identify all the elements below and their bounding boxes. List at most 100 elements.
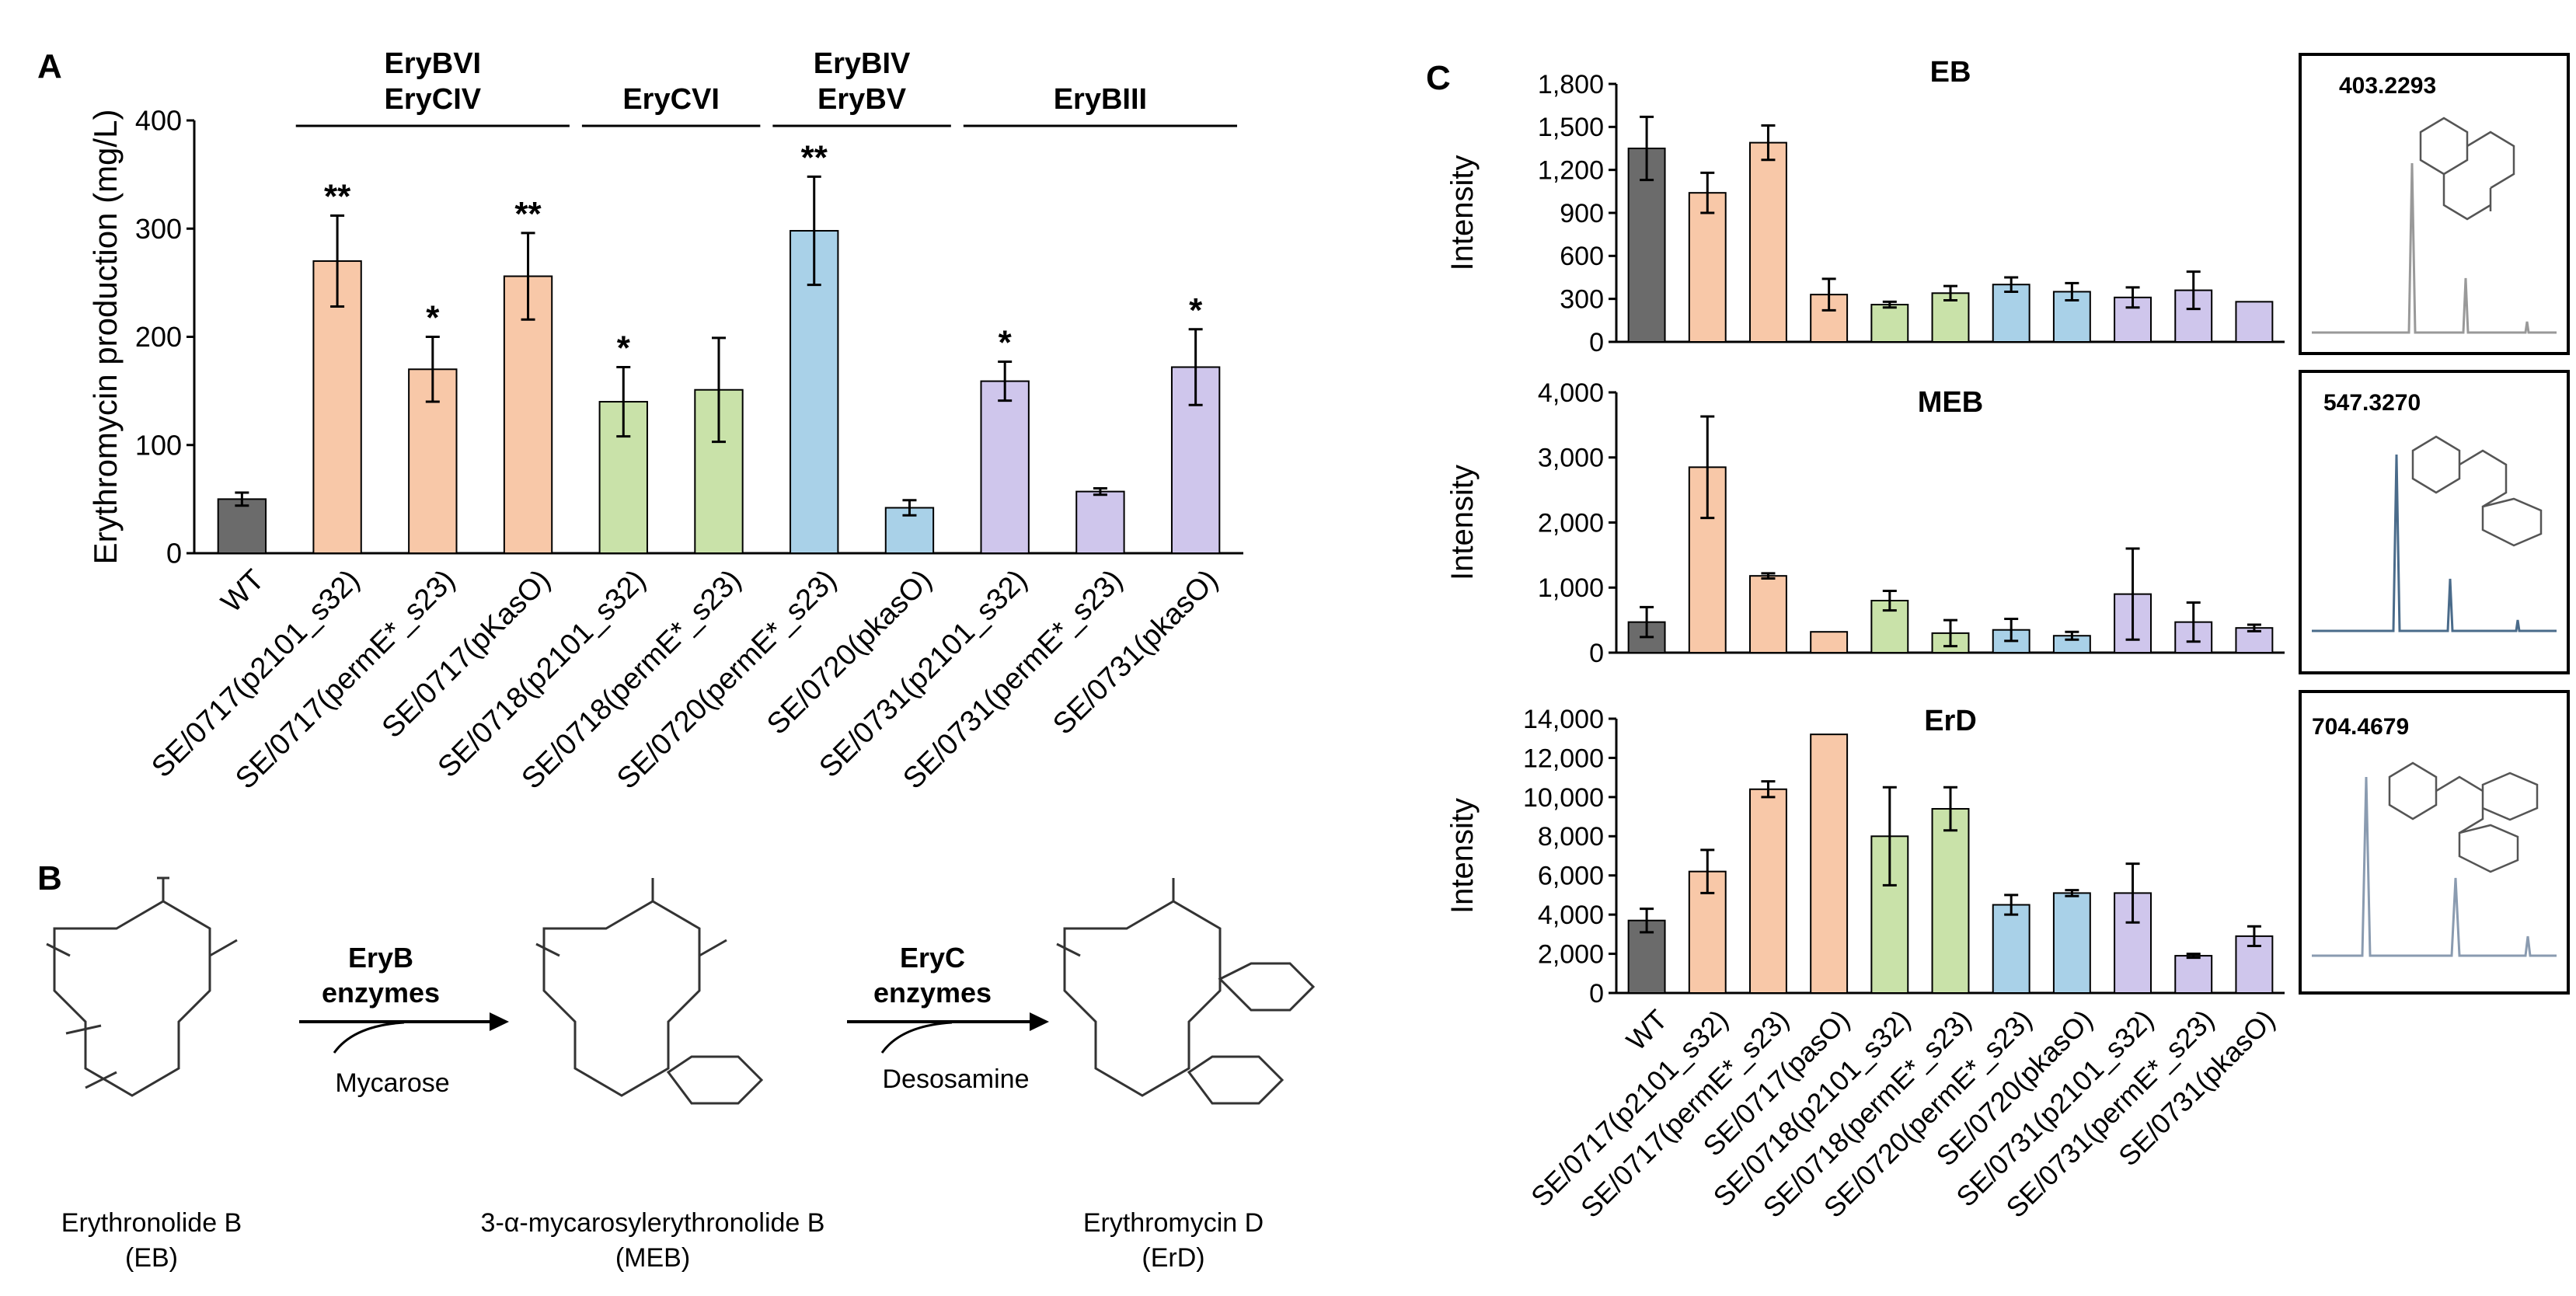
eryc-enzymes-line1: EryC xyxy=(900,942,965,974)
significance-mark: ** xyxy=(324,178,351,216)
y-tick-label: 1,000 xyxy=(1538,573,1604,603)
bar xyxy=(503,275,553,554)
y-tick-label: 14,000 xyxy=(1523,705,1604,734)
y-tick-label: 2,000 xyxy=(1538,508,1604,538)
bar xyxy=(2235,301,2274,343)
significance-mark: ** xyxy=(514,195,542,233)
bar xyxy=(2235,935,2274,994)
y-axis-label: Erythromycin production (mg/L) xyxy=(87,110,124,565)
chart-title: MEB xyxy=(1918,386,1983,419)
y-tick-label: 200 xyxy=(135,321,182,353)
bar xyxy=(1810,631,1849,654)
bar xyxy=(1931,807,1970,994)
eryc-enzymes-line2: enzymes xyxy=(873,977,992,1009)
y-tick-label: 300 xyxy=(1560,285,1604,315)
ms-mass-label: 403.2293 xyxy=(2339,73,2436,99)
chart-title: EB xyxy=(1930,56,1971,89)
eryb-enzymes-line1: EryB xyxy=(348,942,413,974)
axes: 0 2,000 4,000 6,000 8,000 10,000 12,000 14,000 xyxy=(1523,705,2285,1009)
y-tick-label: 3,000 xyxy=(1538,444,1604,473)
bar xyxy=(1075,490,1125,554)
y-tick-label: 4,000 xyxy=(1538,901,1604,930)
y-tick-label: 6,000 xyxy=(1538,862,1604,891)
bar xyxy=(1688,192,1727,343)
x-tick-label: SE/0731(pkasO) xyxy=(1047,563,1224,740)
bar xyxy=(1992,284,2030,343)
ms-inset-erd: 704.4679 xyxy=(2299,690,2570,995)
bar xyxy=(1749,141,1787,343)
x-tick-label: WT xyxy=(215,563,270,618)
y-tick-label: 4,000 xyxy=(1538,378,1604,408)
bar xyxy=(312,260,362,554)
bars xyxy=(1627,115,2274,343)
erd-intensity-chart: 0 2,000 4,000 6,000 8,000 10,000 12,000 14,000I… xyxy=(1445,705,2285,1224)
y-tick-label: 400 xyxy=(135,105,182,137)
x-tick-label: SE/0717(pKasO) xyxy=(376,563,557,744)
y-tick-label: 10,000 xyxy=(1523,783,1604,813)
step2-sugar-curve xyxy=(880,1021,953,1054)
y-tick-label: 0 xyxy=(1589,639,1604,668)
bar xyxy=(1749,788,1787,994)
group-label: EryBV xyxy=(817,83,907,116)
bar xyxy=(1749,575,1787,653)
bar xyxy=(1992,904,2030,995)
x-tick-labels: WTSE/0717(p2101_s32)SE/0717(permE*_s23)S… xyxy=(1525,1003,2281,1224)
step1-arrowhead xyxy=(490,1012,509,1031)
panel-label-b: B xyxy=(37,859,62,897)
significance-mark: ** xyxy=(801,138,828,176)
ms-inset-eb: 403.2293 xyxy=(2299,53,2570,355)
group-label: EryBVI xyxy=(385,47,482,80)
ms-inset-meb: 547.3270 xyxy=(2299,370,2570,674)
y-tick-label: 1,200 xyxy=(1538,156,1604,186)
significance-mark: * xyxy=(999,324,1013,362)
y-tick-label: 0 xyxy=(1589,328,1604,357)
y-tick-label: 1,800 xyxy=(1538,70,1604,99)
pathway-diagram: Erythronolide B (EB) EryB enzymes Mycaro… xyxy=(46,876,1316,1273)
y-tick-label: 0 xyxy=(166,538,182,570)
chart-title: ErD xyxy=(1924,705,1977,737)
bars: ********** xyxy=(217,138,1221,555)
x-tick-labels: WTSE/0717(p2101_s32)SE/0717(permE*_s23)S… xyxy=(145,563,1224,796)
meb-abbr: (MEB) xyxy=(615,1243,690,1273)
bar xyxy=(1870,304,1909,343)
ms-spectrum-trace xyxy=(2312,776,2557,957)
step2-arrowhead xyxy=(1030,1012,1049,1031)
step1-sugar-curve xyxy=(333,1021,405,1054)
y-axis-label: Intensity xyxy=(1445,798,1480,914)
y-tick-label: 0 xyxy=(1589,979,1604,1009)
y-tick-label: 300 xyxy=(135,213,182,245)
y-tick-label: 8,000 xyxy=(1538,822,1604,852)
eb-structure xyxy=(46,876,238,1097)
structure-sketch xyxy=(2388,761,2539,873)
significance-mark: * xyxy=(426,299,440,337)
significance-mark: * xyxy=(1189,291,1203,329)
y-tick-label: 600 xyxy=(1560,242,1604,271)
structure-sketch xyxy=(2419,117,2515,221)
y-tick-label: 2,000 xyxy=(1538,939,1604,969)
group-label: EryBIII xyxy=(1054,83,1147,116)
ms-mass-label: 547.3270 xyxy=(2323,390,2421,416)
y-tick-label: 1,500 xyxy=(1538,113,1604,142)
eryb-enzymes-line2: enzymes xyxy=(322,977,440,1009)
eb-abbr: (EB) xyxy=(125,1243,178,1273)
bars xyxy=(1627,415,2274,654)
meb-structure xyxy=(535,878,764,1105)
x-tick-label: SE/0720(pkasO) xyxy=(761,563,938,740)
bar xyxy=(2174,955,2213,995)
mycarose-label: Mycarose xyxy=(335,1068,449,1098)
ms-spectrum-trace xyxy=(2312,162,2557,334)
ms-spectrum-trace xyxy=(2312,454,2557,632)
erd-abbr: (ErD) xyxy=(1142,1243,1204,1273)
y-axis-label: Intensity xyxy=(1445,155,1480,271)
bar xyxy=(1810,733,1849,995)
y-tick-label: 12,000 xyxy=(1523,744,1604,773)
eb-name: Erythronolide B xyxy=(61,1208,242,1238)
desosamine-label: Desosamine xyxy=(883,1064,1030,1094)
y-axis-label: Intensity xyxy=(1445,465,1480,580)
